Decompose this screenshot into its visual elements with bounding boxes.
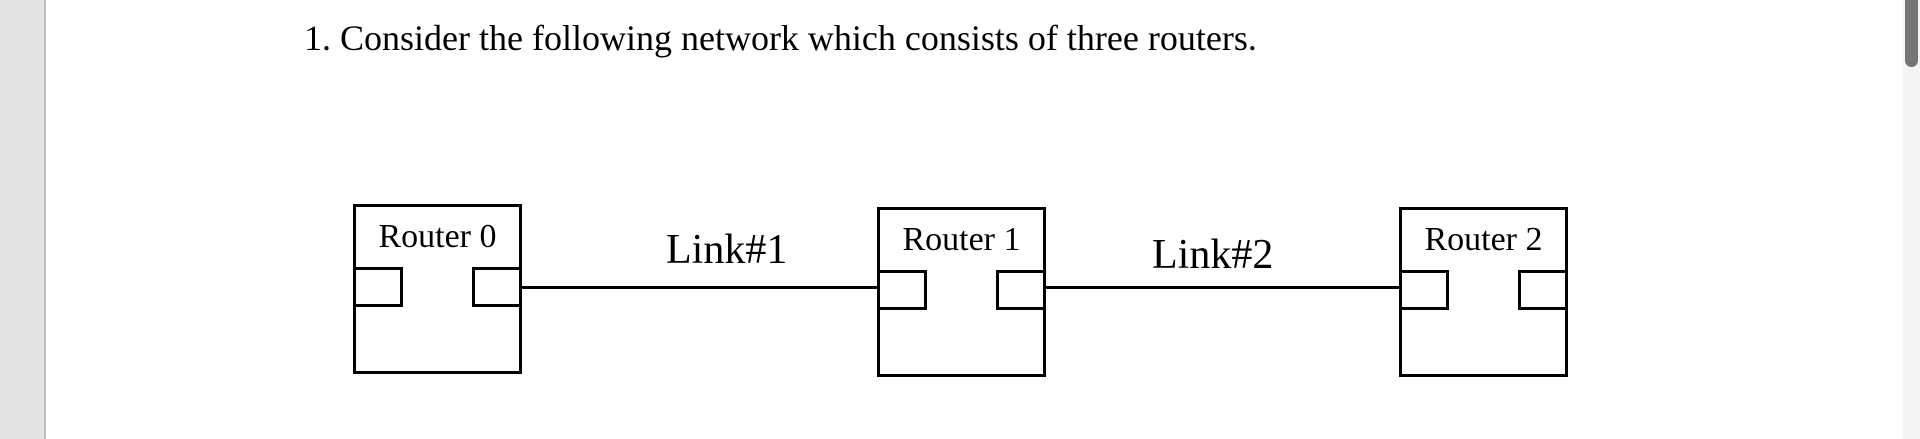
- router-0-port-right: [472, 267, 522, 307]
- link-2-line: [1043, 286, 1399, 289]
- network-diagram: Router 0 Router 1 Router 2 Link#1 Link#2: [46, 0, 1903, 439]
- vertical-scrollbar[interactable]: [1903, 0, 1920, 439]
- link-2-label: Link#2: [1152, 232, 1274, 278]
- router-1-label: Router 1: [902, 221, 1021, 258]
- document-page: 1. Consider the following network which …: [46, 0, 1903, 439]
- router-1-port-right: [996, 270, 1046, 310]
- router-1-box: Router 1: [877, 207, 1046, 377]
- router-2-label: Router 2: [1424, 221, 1543, 258]
- question-text: 1. Consider the following network which …: [304, 18, 1257, 58]
- router-1-port-left: [877, 270, 927, 310]
- workspace-margin-left: [0, 0, 46, 439]
- router-2-port-right: [1518, 270, 1568, 310]
- router-0-port-left: [353, 267, 403, 307]
- router-2-port-left: [1399, 270, 1449, 310]
- router-0-label: Router 0: [378, 218, 497, 255]
- link-1-label: Link#1: [666, 227, 788, 273]
- router-2-box: Router 2: [1399, 207, 1568, 377]
- link-1-line: [519, 286, 877, 289]
- router-0-box: Router 0: [353, 204, 522, 374]
- scrollbar-thumb[interactable]: [1905, 0, 1918, 67]
